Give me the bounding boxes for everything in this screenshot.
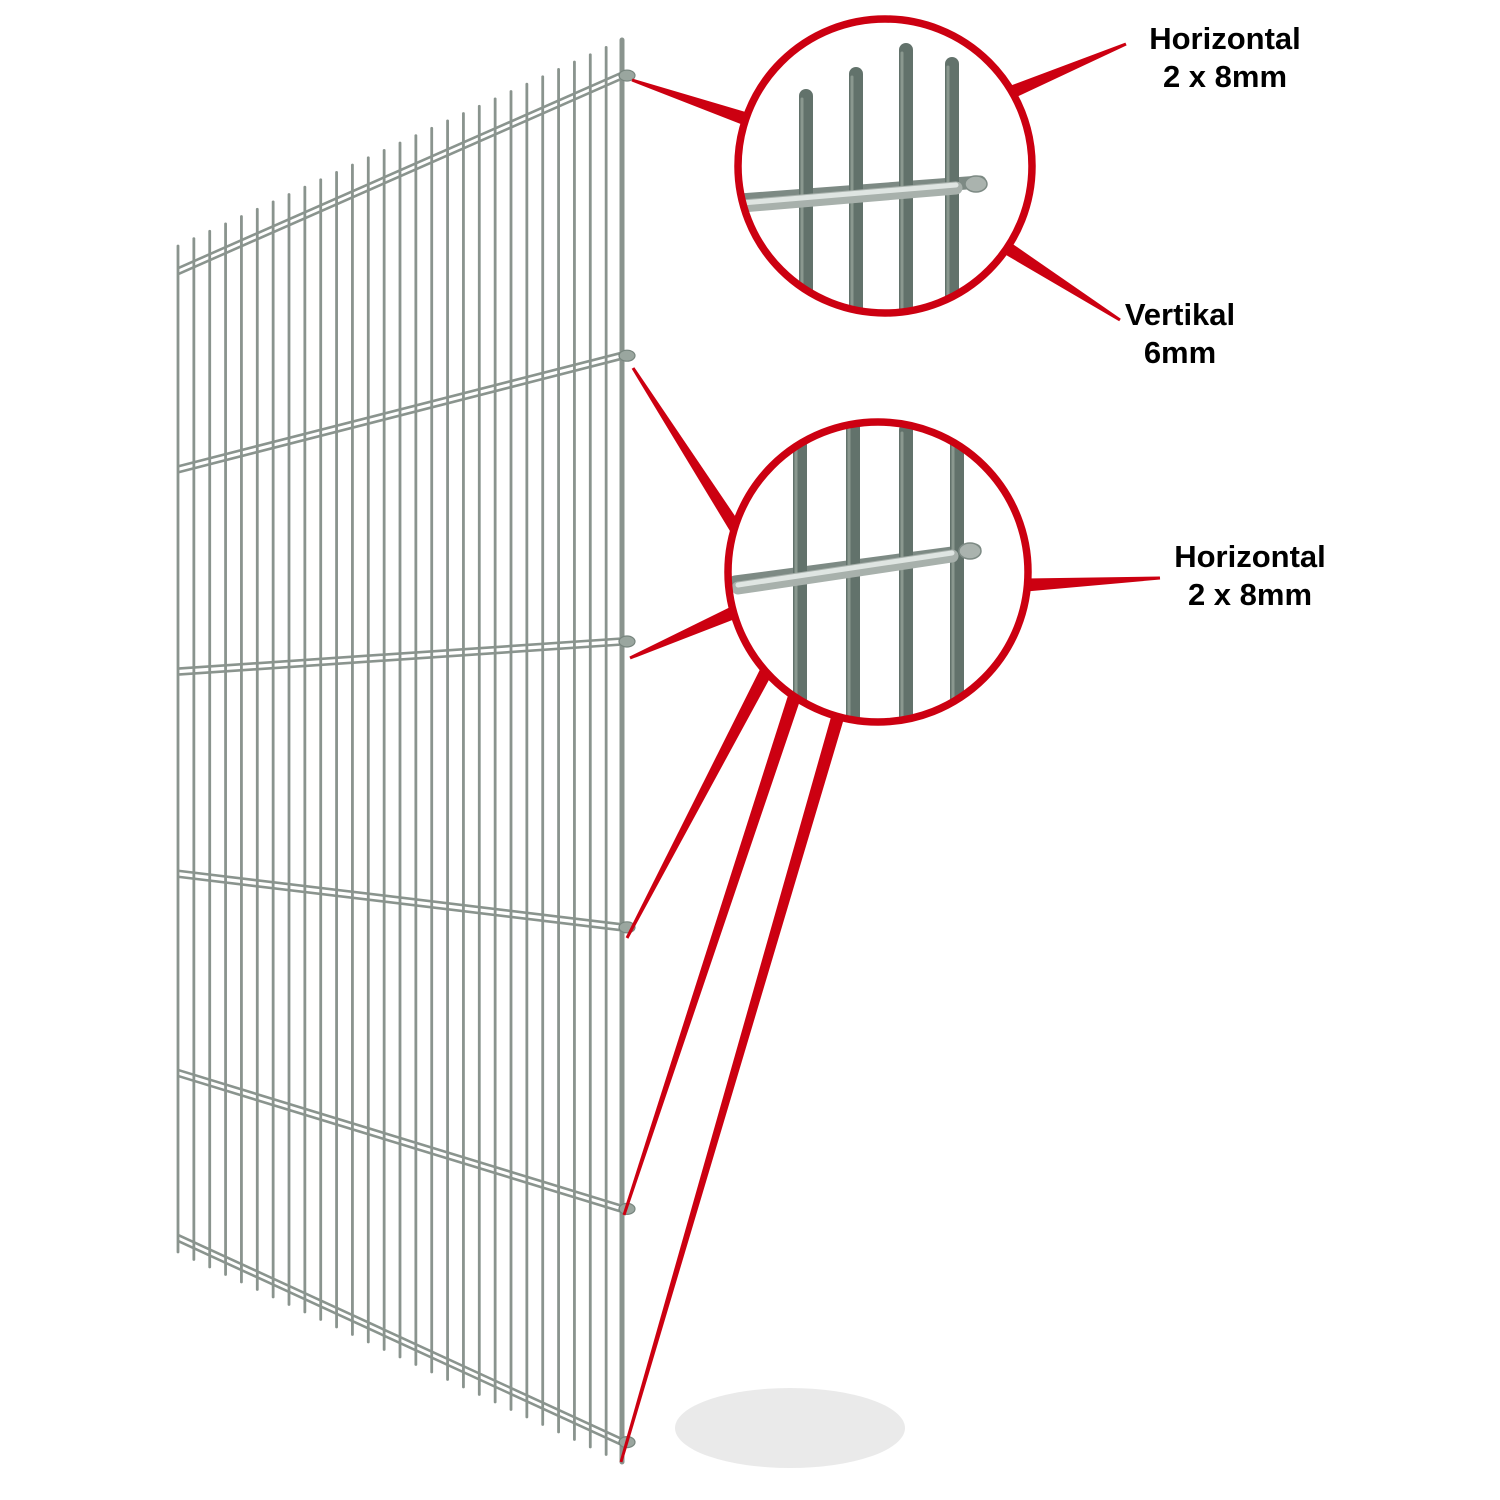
magnifier-ring [724,418,1032,726]
fence-panel [176,37,636,1465]
leader-line [622,693,802,1216]
fence-horizontal-wire [177,351,623,468]
label-vertikal-line2: 6mm [1143,335,1217,370]
wire-end-dot [618,635,636,648]
ground-shadow [675,1388,905,1468]
detail-circle-middle [724,418,1032,726]
label-horizontal-mid-line1: Horizontal [1174,539,1326,574]
callout-leader-lines [619,42,1161,1463]
leader-line [1025,576,1161,592]
wire-end-dot [618,349,636,362]
fence-horizontal-wire [177,1239,623,1447]
detail-horizontal-wire-gloss [741,182,959,206]
label-vertikal-line1: Vertikal [1124,297,1236,332]
fence-horizontal-wire [177,875,623,932]
fence-horizontal-wire [177,643,623,676]
leader-line [619,714,845,1463]
fence-horizontal-wire [177,637,623,670]
wire-end-dot [618,69,636,82]
fence-horizontal-wire [177,77,623,276]
leader-line [1009,42,1127,98]
label-vertikal: Vertikal 6mm [1080,296,1280,372]
detail-circle-top [734,15,1036,317]
fence-horizontal-wire [177,1233,623,1441]
label-horizontal-top-line2: 2 x 8mm [1162,59,1288,94]
leader-line [1003,242,1121,322]
leader-line [631,367,746,539]
wire-end-nub [958,542,982,560]
shadow-ellipse [675,1388,905,1468]
leader-line [629,606,738,660]
fence-horizontal-wire [177,1074,623,1214]
detail-horizontal-wire-front [741,181,963,213]
fence-horizontal-wire [177,71,623,270]
detail-horizontal-wire-gloss [735,550,955,588]
wire-end-nub [964,175,988,193]
label-horizontal-mid-line2: 2 x 8mm [1187,577,1313,612]
leader-line [625,665,774,939]
fence-horizontal-wire [177,1068,623,1208]
label-horizontal-mid: Horizontal 2 x 8mm [1130,538,1370,614]
leader-line [631,78,749,126]
magnifier-ring [734,15,1036,317]
fence-horizontal-wire [177,869,623,926]
detail-horizontal-wire-front [731,549,959,595]
label-horizontal-top: Horizontal 2 x 8mm [1100,20,1350,96]
magnifier-content [731,425,982,719]
fence-horizontal-wire [177,357,623,474]
magnifier-content [741,43,988,310]
label-horizontal-top-line1: Horizontal [1149,21,1301,56]
